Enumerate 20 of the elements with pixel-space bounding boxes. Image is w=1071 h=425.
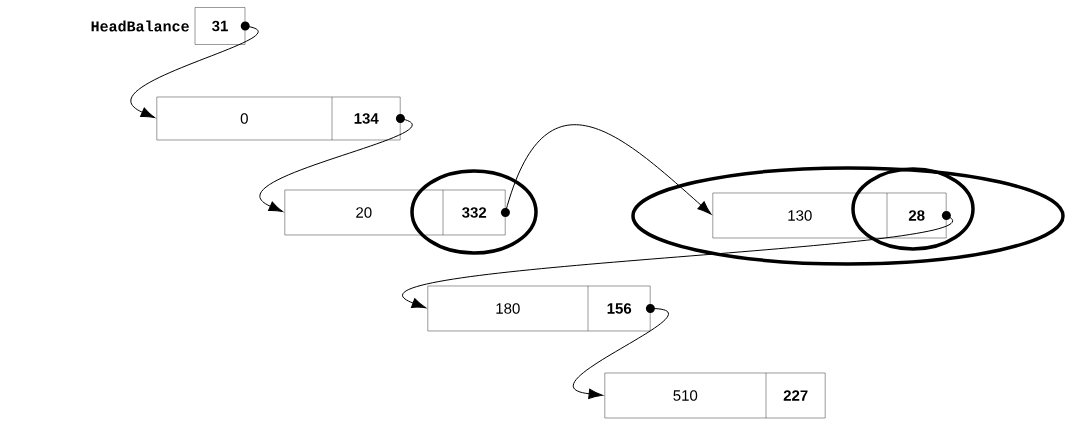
- arrow: [504, 124, 712, 215]
- node-label: 28: [908, 210, 925, 221]
- pointer-box: 31: [194, 7, 250, 45]
- arrow: [131, 25, 258, 119]
- arrow: [402, 215, 952, 309]
- list-record: 0 134: [156, 96, 405, 141]
- list-record: 20 332: [284, 189, 510, 236]
- variable-name: HeadBalance: [91, 20, 189, 32]
- node-label: 332: [462, 207, 487, 218]
- node-label: 180: [496, 303, 520, 314]
- arrow: [260, 118, 412, 213]
- node-label: 130: [788, 210, 812, 221]
- list-record: 510 227: [604, 372, 826, 419]
- list-record: 130 28: [712, 192, 951, 239]
- node-label: 134: [354, 113, 379, 124]
- list-record: 180 156: [427, 285, 655, 332]
- node-label: 0: [240, 113, 248, 124]
- node-label: 156: [607, 303, 632, 314]
- arrow: [572, 308, 669, 399]
- node-label: 20: [356, 207, 372, 218]
